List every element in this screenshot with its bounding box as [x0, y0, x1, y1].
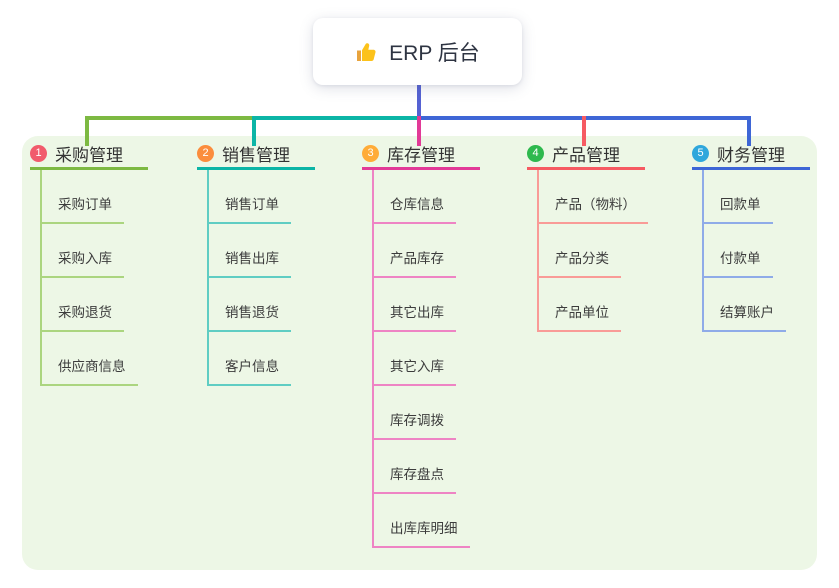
child-node[interactable]: 供应商信息: [42, 332, 138, 386]
child-node[interactable]: 结算账户: [704, 278, 786, 332]
child-node[interactable]: 产品单位: [539, 278, 621, 332]
root-stem-connector: [417, 85, 421, 120]
branch-label: 库存管理: [387, 145, 455, 165]
branch-number-badge: 5: [692, 144, 709, 162]
child-node[interactable]: 出库库明细: [374, 494, 470, 548]
connector-drop-finance: [747, 116, 751, 146]
child-node[interactable]: 销售订单: [209, 170, 291, 224]
branch-header[interactable]: 5 财务管理: [692, 144, 810, 170]
child-node[interactable]: 库存盘点: [374, 440, 456, 494]
branches-panel: [22, 136, 817, 570]
child-node[interactable]: 仓库信息: [374, 170, 456, 224]
branch-header[interactable]: 4 产品管理: [527, 144, 645, 170]
branch-purchase: 1 采购管理 采购订单 采购入库 采购退货 供应商信息: [30, 144, 148, 386]
child-node[interactable]: 销售退货: [209, 278, 291, 332]
child-node[interactable]: 产品分类: [539, 224, 621, 278]
child-node[interactable]: 付款单: [704, 224, 773, 278]
branch-header[interactable]: 2 销售管理: [197, 144, 315, 170]
branch-children: 回款单 付款单 结算账户: [702, 170, 810, 332]
branch-children: 销售订单 销售出库 销售退货 客户信息: [207, 170, 315, 386]
connector-drop-inventory: [417, 116, 421, 146]
branch-number-badge: 2: [197, 144, 214, 162]
child-node[interactable]: 采购订单: [42, 170, 124, 224]
child-node[interactable]: 产品库存: [374, 224, 456, 278]
branch-number-badge: 1: [30, 144, 47, 162]
root-node[interactable]: ERP 后台: [313, 18, 522, 85]
branch-sales: 2 销售管理 销售订单 销售出库 销售退货 客户信息: [197, 144, 315, 386]
branch-label: 采购管理: [55, 145, 123, 165]
branch-header[interactable]: 3 库存管理: [362, 144, 480, 170]
branch-label: 财务管理: [717, 145, 785, 165]
child-node[interactable]: 销售出库: [209, 224, 291, 278]
branch-inventory: 3 库存管理 仓库信息 产品库存 其它出库 其它入库 库存调拨 库存盘点 出库库…: [362, 144, 480, 548]
child-node[interactable]: 采购入库: [42, 224, 124, 278]
connector-horizontal-purchase: [85, 116, 256, 120]
root-label: ERP 后台: [389, 41, 480, 65]
child-node[interactable]: 客户信息: [209, 332, 291, 386]
child-node[interactable]: 产品（物料）: [539, 170, 648, 224]
branch-product: 4 产品管理 产品（物料） 产品分类 产品单位: [527, 144, 648, 332]
branch-header[interactable]: 1 采购管理: [30, 144, 148, 170]
branch-number-badge: 4: [527, 144, 544, 162]
child-node[interactable]: 其它出库: [374, 278, 456, 332]
branch-children: 仓库信息 产品库存 其它出库 其它入库 库存调拨 库存盘点 出库库明细: [372, 170, 480, 548]
branch-number-badge: 3: [362, 144, 379, 162]
connector-horizontal-sales: [252, 116, 421, 120]
child-node[interactable]: 其它入库: [374, 332, 456, 386]
connector-drop-product: [582, 116, 586, 146]
child-node[interactable]: 采购退货: [42, 278, 124, 332]
connector-drop-purchase: [85, 116, 89, 146]
branch-children: 采购订单 采购入库 采购退货 供应商信息: [40, 170, 148, 386]
child-node[interactable]: 库存调拨: [374, 386, 456, 440]
child-node[interactable]: 回款单: [704, 170, 773, 224]
thumbs-up-icon: [355, 40, 379, 64]
branch-label: 销售管理: [222, 145, 290, 165]
branch-label: 产品管理: [552, 145, 620, 165]
branch-finance: 5 财务管理 回款单 付款单 结算账户: [692, 144, 810, 332]
connector-drop-sales: [252, 116, 256, 146]
branch-children: 产品（物料） 产品分类 产品单位: [537, 170, 648, 332]
